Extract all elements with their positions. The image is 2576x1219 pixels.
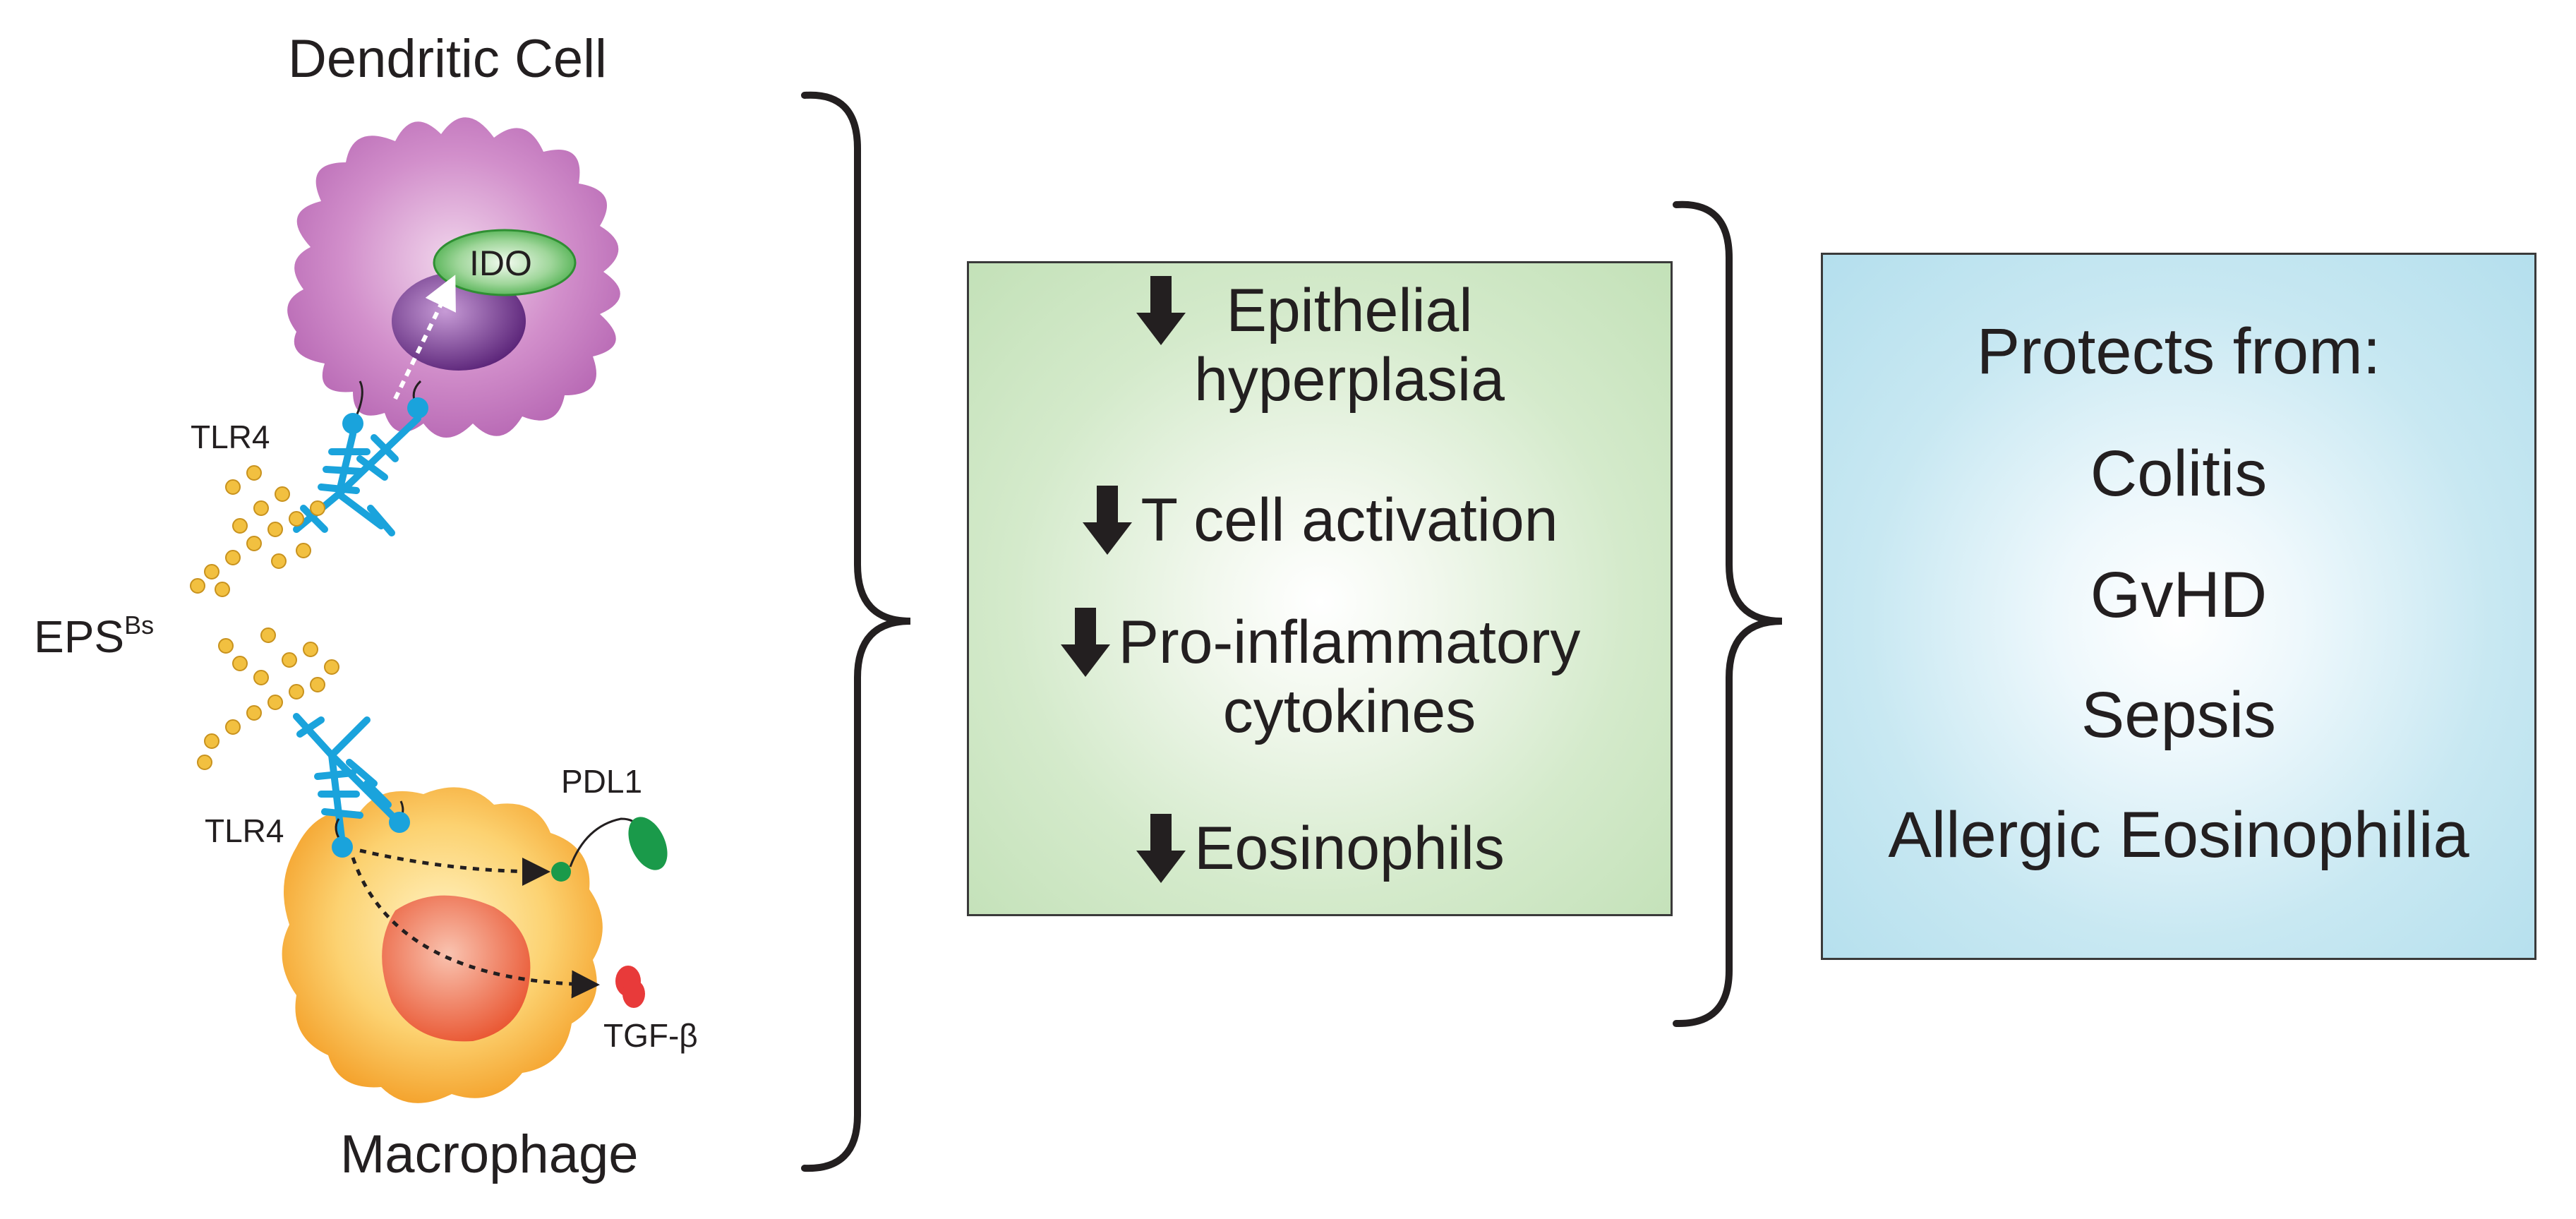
down-arrow-icon xyxy=(1083,486,1133,555)
ido-label: IDO xyxy=(469,244,532,283)
macrophage-tlr4-receptor xyxy=(293,713,402,847)
effect-line-2: cytokines xyxy=(1222,678,1476,745)
effect-item-epithelial: Epithelial hyperplasia xyxy=(969,276,1671,414)
eps-polysaccharide-lower xyxy=(197,627,339,770)
effect-line-1: Pro-inflammatory xyxy=(1118,608,1581,676)
protection-heading: Protects from: xyxy=(1976,316,2381,388)
effect-line-1: Epithelial xyxy=(1226,277,1473,344)
dendritic-cell-title: Dendritic Cell xyxy=(288,29,607,89)
condition-sepsis: Sepsis xyxy=(2081,679,2277,751)
macrophage-tlr4-label: TLR4 xyxy=(205,812,284,849)
down-arrow-icon xyxy=(1136,814,1186,883)
protection-box: Protects from: Colitis GvHD Sepsis Aller… xyxy=(1821,253,2536,960)
effects-box: Epithelial hyperplasia T cell activation… xyxy=(967,261,1673,916)
down-arrow-icon xyxy=(1060,608,1110,677)
macrophage-title: Macrophage xyxy=(340,1124,639,1184)
condition-allergic-eosinophilia: Allergic Eosinophilia xyxy=(1888,799,2469,871)
effect-item-eosinophils: Eosinophils xyxy=(969,814,1671,884)
eps-label: EPSBs xyxy=(34,611,154,663)
ido-induction-arrow xyxy=(393,275,456,400)
down-arrow-icon xyxy=(1136,276,1186,345)
effect-item-cytokines: Pro-inflammatory cytokines xyxy=(969,608,1671,746)
effect-line-1: Eosinophils xyxy=(1194,815,1505,882)
dendritic-cell xyxy=(287,117,620,438)
condition-colitis: Colitis xyxy=(2090,438,2268,510)
tgf-beta-label: TGF-β xyxy=(603,1017,698,1054)
ido-enzyme xyxy=(433,229,577,296)
bracket-cells xyxy=(801,91,911,1172)
effect-line-1: T cell activation xyxy=(1140,486,1558,554)
pdl1-label: PDL1 xyxy=(561,763,643,800)
eps-label-main: EPS xyxy=(34,611,125,662)
pdl1-pathway-arrow xyxy=(359,848,550,886)
effect-item-t-cell: T cell activation xyxy=(969,486,1671,556)
eps-label-superscript: Bs xyxy=(124,610,155,639)
bracket-effects xyxy=(1673,200,1783,1028)
macrophage xyxy=(282,713,668,1103)
dendritic-tlr4-label: TLR4 xyxy=(191,419,270,455)
pdl1-anchor xyxy=(551,862,571,882)
condition-gvhd: GvHD xyxy=(2090,559,2268,631)
effect-line-2: hyperplasia xyxy=(1194,346,1505,414)
dendritic-nucleus xyxy=(392,272,526,371)
eps-polysaccharide-upper xyxy=(190,465,325,597)
dendritic-tlr4-receptor xyxy=(293,380,428,536)
pdl1-ligand xyxy=(628,817,668,870)
macrophage-nucleus xyxy=(382,895,531,1042)
